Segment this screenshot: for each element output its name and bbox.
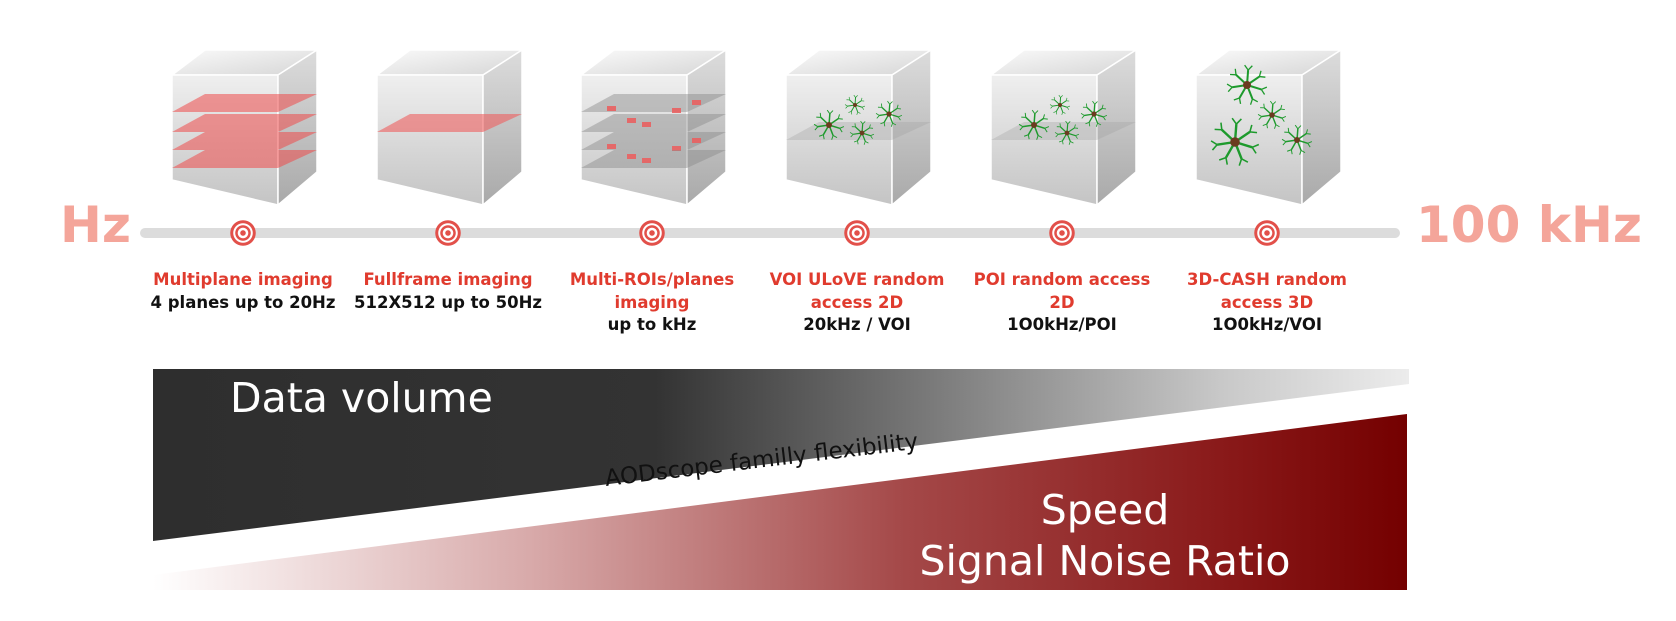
mode-detail: 4 planes up to 20Hz <box>150 292 336 312</box>
neuron-icon <box>1080 100 1108 127</box>
neuron-icon <box>1281 124 1313 155</box>
timeline-marker-icon <box>230 220 256 246</box>
mode-title: Multi-ROIs/planes imaging <box>569 270 735 312</box>
snr-label: Signal Noise Ratio <box>919 537 1291 585</box>
cube-plane-1-icon <box>374 48 525 207</box>
speed-snr-label: Speed Signal Noise Ratio <box>900 485 1310 587</box>
timeline-marker-icon <box>1049 220 1075 246</box>
cube-neurons-plane-icon <box>783 48 934 207</box>
timeline-marker-icon <box>639 220 665 246</box>
mode-title: Fullframe imaging <box>363 270 533 289</box>
mode-detail: up to kHz <box>607 315 697 334</box>
neuron-icon <box>875 100 903 127</box>
neuron-icon <box>1054 120 1080 145</box>
neuron-icon <box>813 109 845 140</box>
data-volume-band <box>153 369 1409 541</box>
cube-planes-4-icon <box>169 48 320 207</box>
speed-label: Speed <box>1040 486 1170 534</box>
mode-label: Multi-ROIs/planes imaging up to kHz <box>552 269 752 337</box>
neuron-icon <box>844 94 866 115</box>
mode-detail: 512X512 up to 50Hz <box>354 292 542 312</box>
neuron-icon <box>1018 109 1050 140</box>
speed-snr-band <box>153 414 1407 590</box>
cube-rois-icon <box>578 48 729 207</box>
mode-label: Fullframe imaging 512X512 up to 50Hz <box>348 269 548 314</box>
timeline-track <box>140 228 1400 238</box>
timeline-marker-icon <box>1254 220 1280 246</box>
data-volume-label: Data volume <box>230 374 493 422</box>
mode-title: VOI ULoVE random access 2D <box>769 270 945 312</box>
cube-neurons-3d-icon <box>1193 48 1344 207</box>
mode-label: Multiplane imaging 4 planes up to 20Hz <box>143 269 343 314</box>
neuron-icon <box>1226 64 1268 105</box>
mode-detail: 1O0kHz/POI <box>1007 315 1117 334</box>
neuron-icon <box>849 120 875 145</box>
timeline-marker-icon <box>844 220 870 246</box>
mode-label: VOI ULoVE random access 2D 20kHz / VOI <box>757 269 957 337</box>
mode-detail: 20kHz / VOI <box>803 315 911 334</box>
timeline-marker-icon <box>435 220 461 246</box>
mode-label: POI random access 2D 1O0kHz/POI <box>962 269 1162 337</box>
mode-title: 3D-CASH random access 3D <box>1186 270 1347 312</box>
mode-detail: 1O0kHz/VOI <box>1211 315 1323 334</box>
mode-title: POI random access 2D <box>973 270 1151 312</box>
cube-neurons-plane-icon <box>988 48 1139 207</box>
axis-high-label: 100 kHz <box>1416 196 1642 254</box>
bands <box>153 369 1409 590</box>
neuron-icon <box>1257 100 1287 129</box>
axis-low-label: Hz <box>60 196 131 254</box>
neuron-icon <box>1049 94 1071 115</box>
neuron-icon <box>1210 117 1260 166</box>
cubes <box>169 48 1344 207</box>
mode-label: 3D-CASH random access 3D 1O0kHz/VOI <box>1167 269 1367 337</box>
mode-title: Multiplane imaging <box>153 270 333 289</box>
